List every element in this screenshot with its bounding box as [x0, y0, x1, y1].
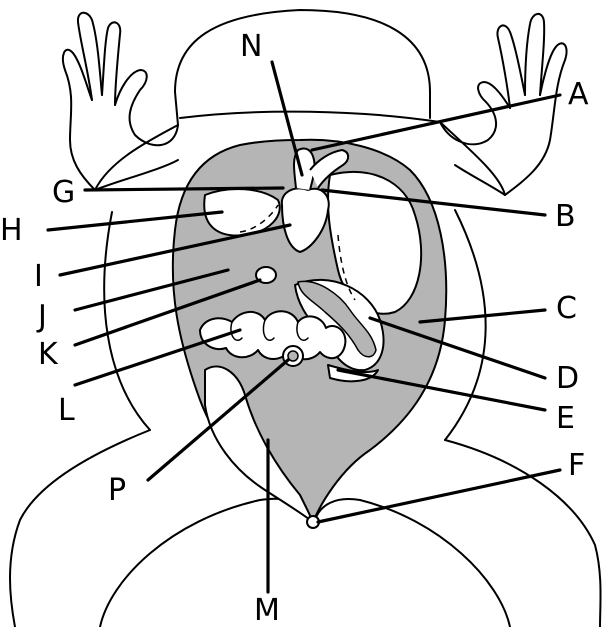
label-P: P: [108, 473, 126, 508]
label-A: A: [568, 77, 589, 112]
label-H: H: [0, 213, 23, 248]
leader-F: [318, 470, 560, 522]
label-J: J: [36, 299, 47, 334]
left-arm: [63, 13, 178, 190]
label-C: C: [556, 291, 577, 326]
leader-G: [85, 188, 283, 190]
label-B: B: [555, 199, 576, 234]
label-K: K: [38, 337, 59, 372]
label-G: G: [52, 175, 75, 210]
label-M: M: [254, 593, 280, 627]
right-arm: [440, 14, 567, 195]
label-D: D: [556, 361, 579, 396]
label-F: F: [568, 448, 585, 483]
label-N: N: [240, 29, 262, 64]
label-E: E: [556, 401, 575, 436]
leader-A: [312, 95, 560, 150]
label-I: I: [34, 259, 43, 294]
label-L: L: [58, 393, 75, 428]
